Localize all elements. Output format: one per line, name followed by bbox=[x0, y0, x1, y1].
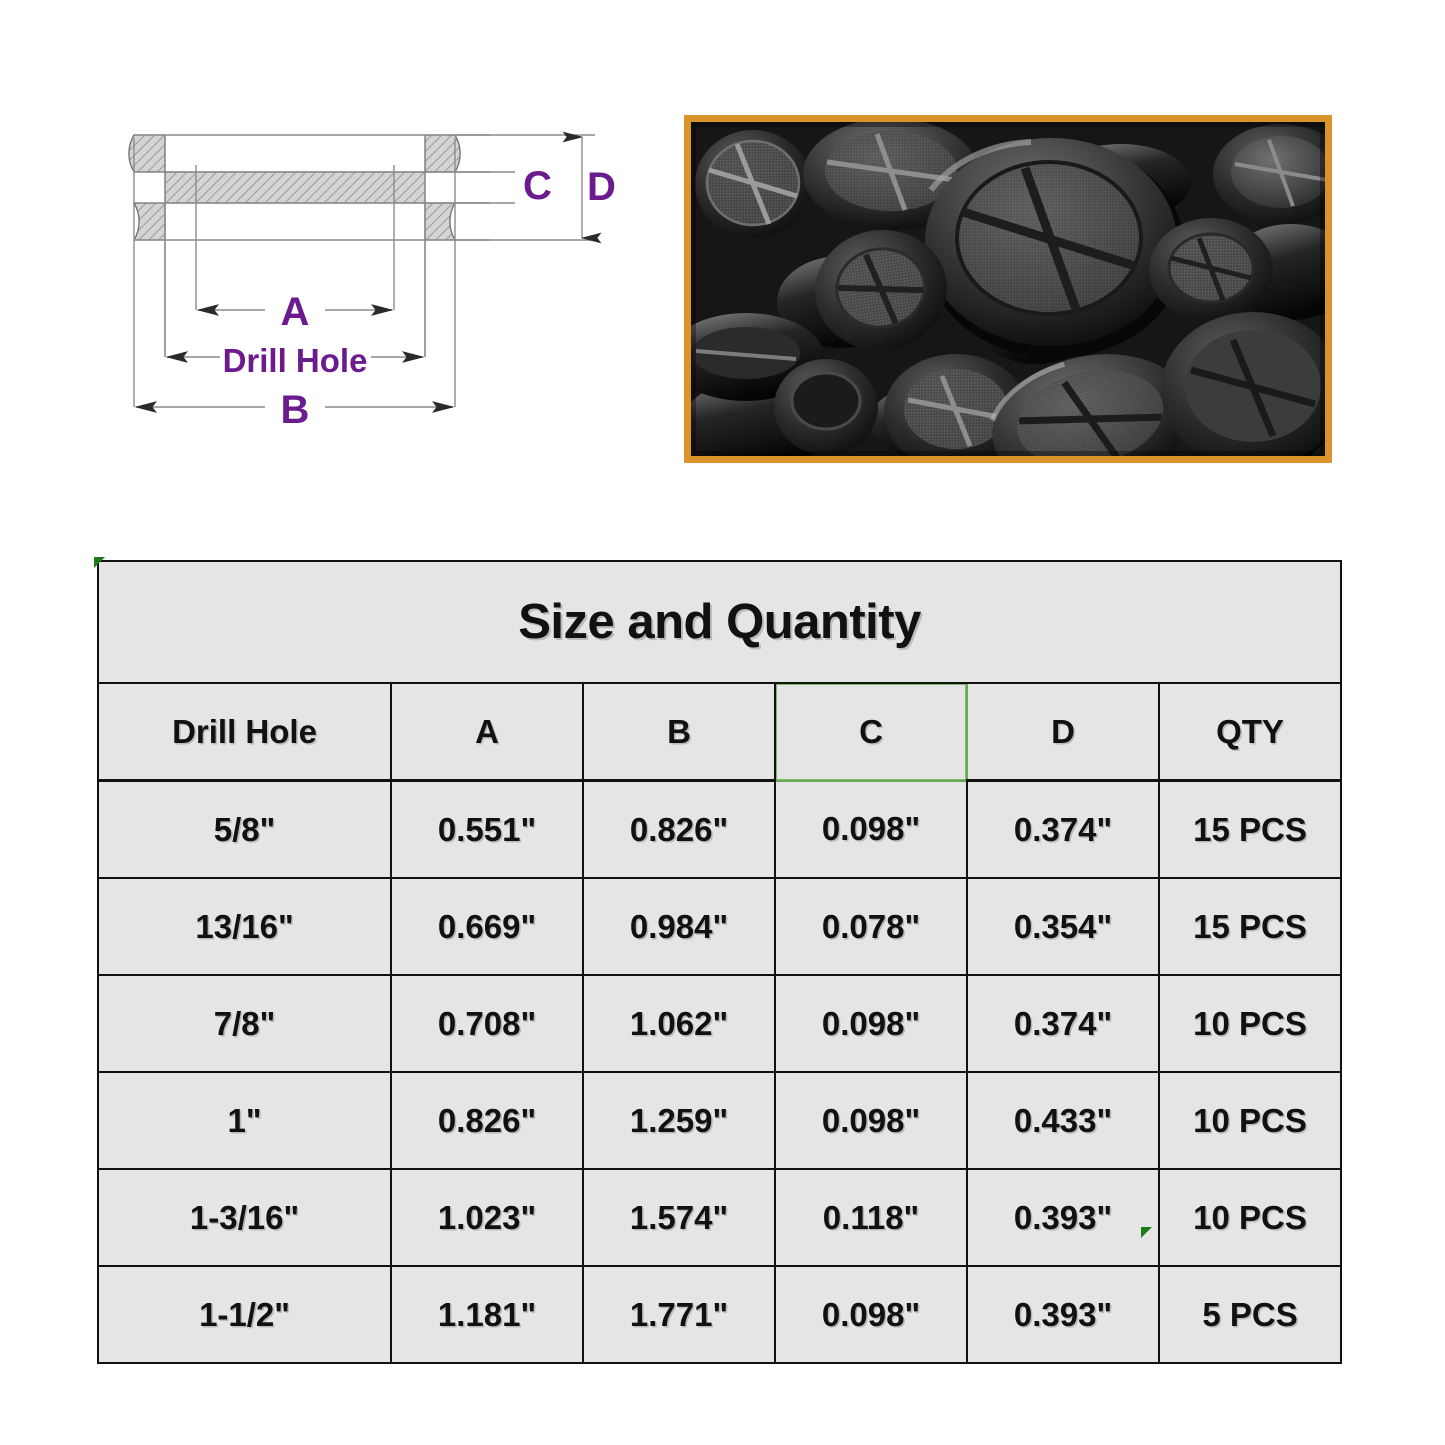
membrane-section bbox=[164, 171, 426, 204]
table-title-row: Size and Quantity bbox=[96, 560, 1343, 684]
grommet-cap bbox=[695, 130, 811, 238]
cell-b: 1.062" bbox=[582, 974, 776, 1073]
cell-d: 0.433" bbox=[966, 1071, 1160, 1170]
product-photo bbox=[684, 115, 1332, 463]
grommet-cap bbox=[1161, 312, 1325, 456]
page-title: Size and Quantity bbox=[96, 560, 1343, 684]
cell-b: 0.826" bbox=[582, 779, 776, 879]
grommet-cap bbox=[815, 229, 947, 351]
diagram-label-d: D bbox=[587, 165, 616, 209]
diagram-label-b: B bbox=[281, 388, 310, 432]
cell-drill-hole: 7/8" bbox=[97, 974, 392, 1073]
cell-a: 0.708" bbox=[390, 974, 584, 1073]
diagram-label-a: A bbox=[281, 290, 310, 334]
right-flange-section bbox=[424, 134, 461, 241]
grommet-cap bbox=[925, 138, 1185, 358]
cell-qty: 10 PCS bbox=[1157, 1168, 1343, 1267]
column-header-drill-hole: Drill Hole bbox=[97, 682, 392, 782]
cell-qty: 5 PCS bbox=[1157, 1265, 1343, 1364]
top-illustration-area: C D A Drill Hole bbox=[0, 0, 1445, 520]
diagram-label-drill-hole: Drill Hole bbox=[223, 342, 368, 379]
cell-d: 0.393" bbox=[966, 1265, 1160, 1364]
grommet-cap bbox=[774, 359, 878, 455]
cell-a: 1.181" bbox=[390, 1265, 584, 1364]
cell-b: 0.984" bbox=[582, 877, 776, 976]
cell-c: 0.098" bbox=[774, 1265, 968, 1364]
extension-lines bbox=[133, 138, 456, 407]
diagram-label-c: C bbox=[523, 164, 552, 208]
cell-c: 0.098" bbox=[774, 974, 968, 1073]
table-row: 1-1/2" 1.181" 1.771" 0.098" 0.393" 5 PCS bbox=[97, 1265, 1343, 1364]
cell-qty: 10 PCS bbox=[1157, 974, 1343, 1073]
cell-a: 0.551" bbox=[390, 779, 584, 879]
table-row: 7/8" 0.708" 1.062" 0.098" 0.374" 10 PCS bbox=[97, 974, 1343, 1073]
column-header-d: D bbox=[966, 682, 1160, 782]
cell-drill-hole: 5/8" bbox=[97, 779, 392, 879]
cell-a: 0.669" bbox=[390, 877, 584, 976]
column-header-b: B bbox=[582, 682, 776, 782]
cell-d: 0.374" bbox=[966, 974, 1160, 1073]
cell-drill-hole: 1-3/16" bbox=[97, 1168, 392, 1267]
c-leader-lines bbox=[425, 171, 515, 204]
cell-qty: 15 PCS bbox=[1157, 779, 1343, 879]
grommet-cap bbox=[990, 354, 1190, 456]
table-row: 1-3/16" 1.023" 1.574" 0.118" 0.393" 10 P… bbox=[97, 1168, 1343, 1267]
cell-b: 1.259" bbox=[582, 1071, 776, 1170]
size-and-quantity-table: Size and Quantity Drill Hole A B C D QTY… bbox=[94, 557, 1343, 1364]
product-photo-image bbox=[691, 122, 1325, 456]
table-row: 1" 0.826" 1.259" 0.098" 0.433" 10 PCS bbox=[97, 1071, 1343, 1170]
cell-drill-hole: 13/16" bbox=[97, 877, 392, 976]
cell-c: 0.118" bbox=[774, 1168, 968, 1267]
cell-a: 0.826" bbox=[390, 1071, 584, 1170]
d-dimension-lines bbox=[455, 131, 602, 244]
table-row: 13/16" 0.669" 0.984" 0.078" 0.354" 15 PC… bbox=[97, 877, 1343, 976]
cell-drill-hole: 1-1/2" bbox=[97, 1265, 392, 1364]
grommet-cap bbox=[884, 354, 1028, 456]
grommet-cross-section-drawing: C D A Drill Hole bbox=[95, 105, 635, 460]
grommet-cap bbox=[1149, 218, 1273, 322]
column-header-qty: QTY bbox=[1157, 682, 1343, 782]
cell-d: 0.354" bbox=[966, 877, 1160, 976]
cell-d: 0.393" bbox=[966, 1168, 1160, 1267]
cell-c: 0.078" bbox=[774, 877, 968, 976]
cell-b: 1.574" bbox=[582, 1168, 776, 1267]
cell-c: 0.098" bbox=[774, 1071, 968, 1170]
cell-drill-hole: 1" bbox=[97, 1071, 392, 1170]
table-row: 5/8" 0.551" 0.826" 0.098" 0.374" 15 PCS bbox=[97, 779, 1343, 879]
cell-a: 1.023" bbox=[390, 1168, 584, 1267]
column-header-a: A bbox=[390, 682, 584, 782]
grommet-cap bbox=[1213, 124, 1325, 224]
cell-c: 0.098" bbox=[774, 779, 968, 879]
column-header-c: C bbox=[774, 682, 968, 782]
cell-d: 0.374" bbox=[966, 779, 1160, 879]
table-header-row: Drill Hole A B C D QTY bbox=[97, 682, 1343, 782]
cell-qty: 10 PCS bbox=[1157, 1071, 1343, 1170]
cell-qty: 15 PCS bbox=[1157, 877, 1343, 976]
cell-b: 1.771" bbox=[582, 1265, 776, 1364]
